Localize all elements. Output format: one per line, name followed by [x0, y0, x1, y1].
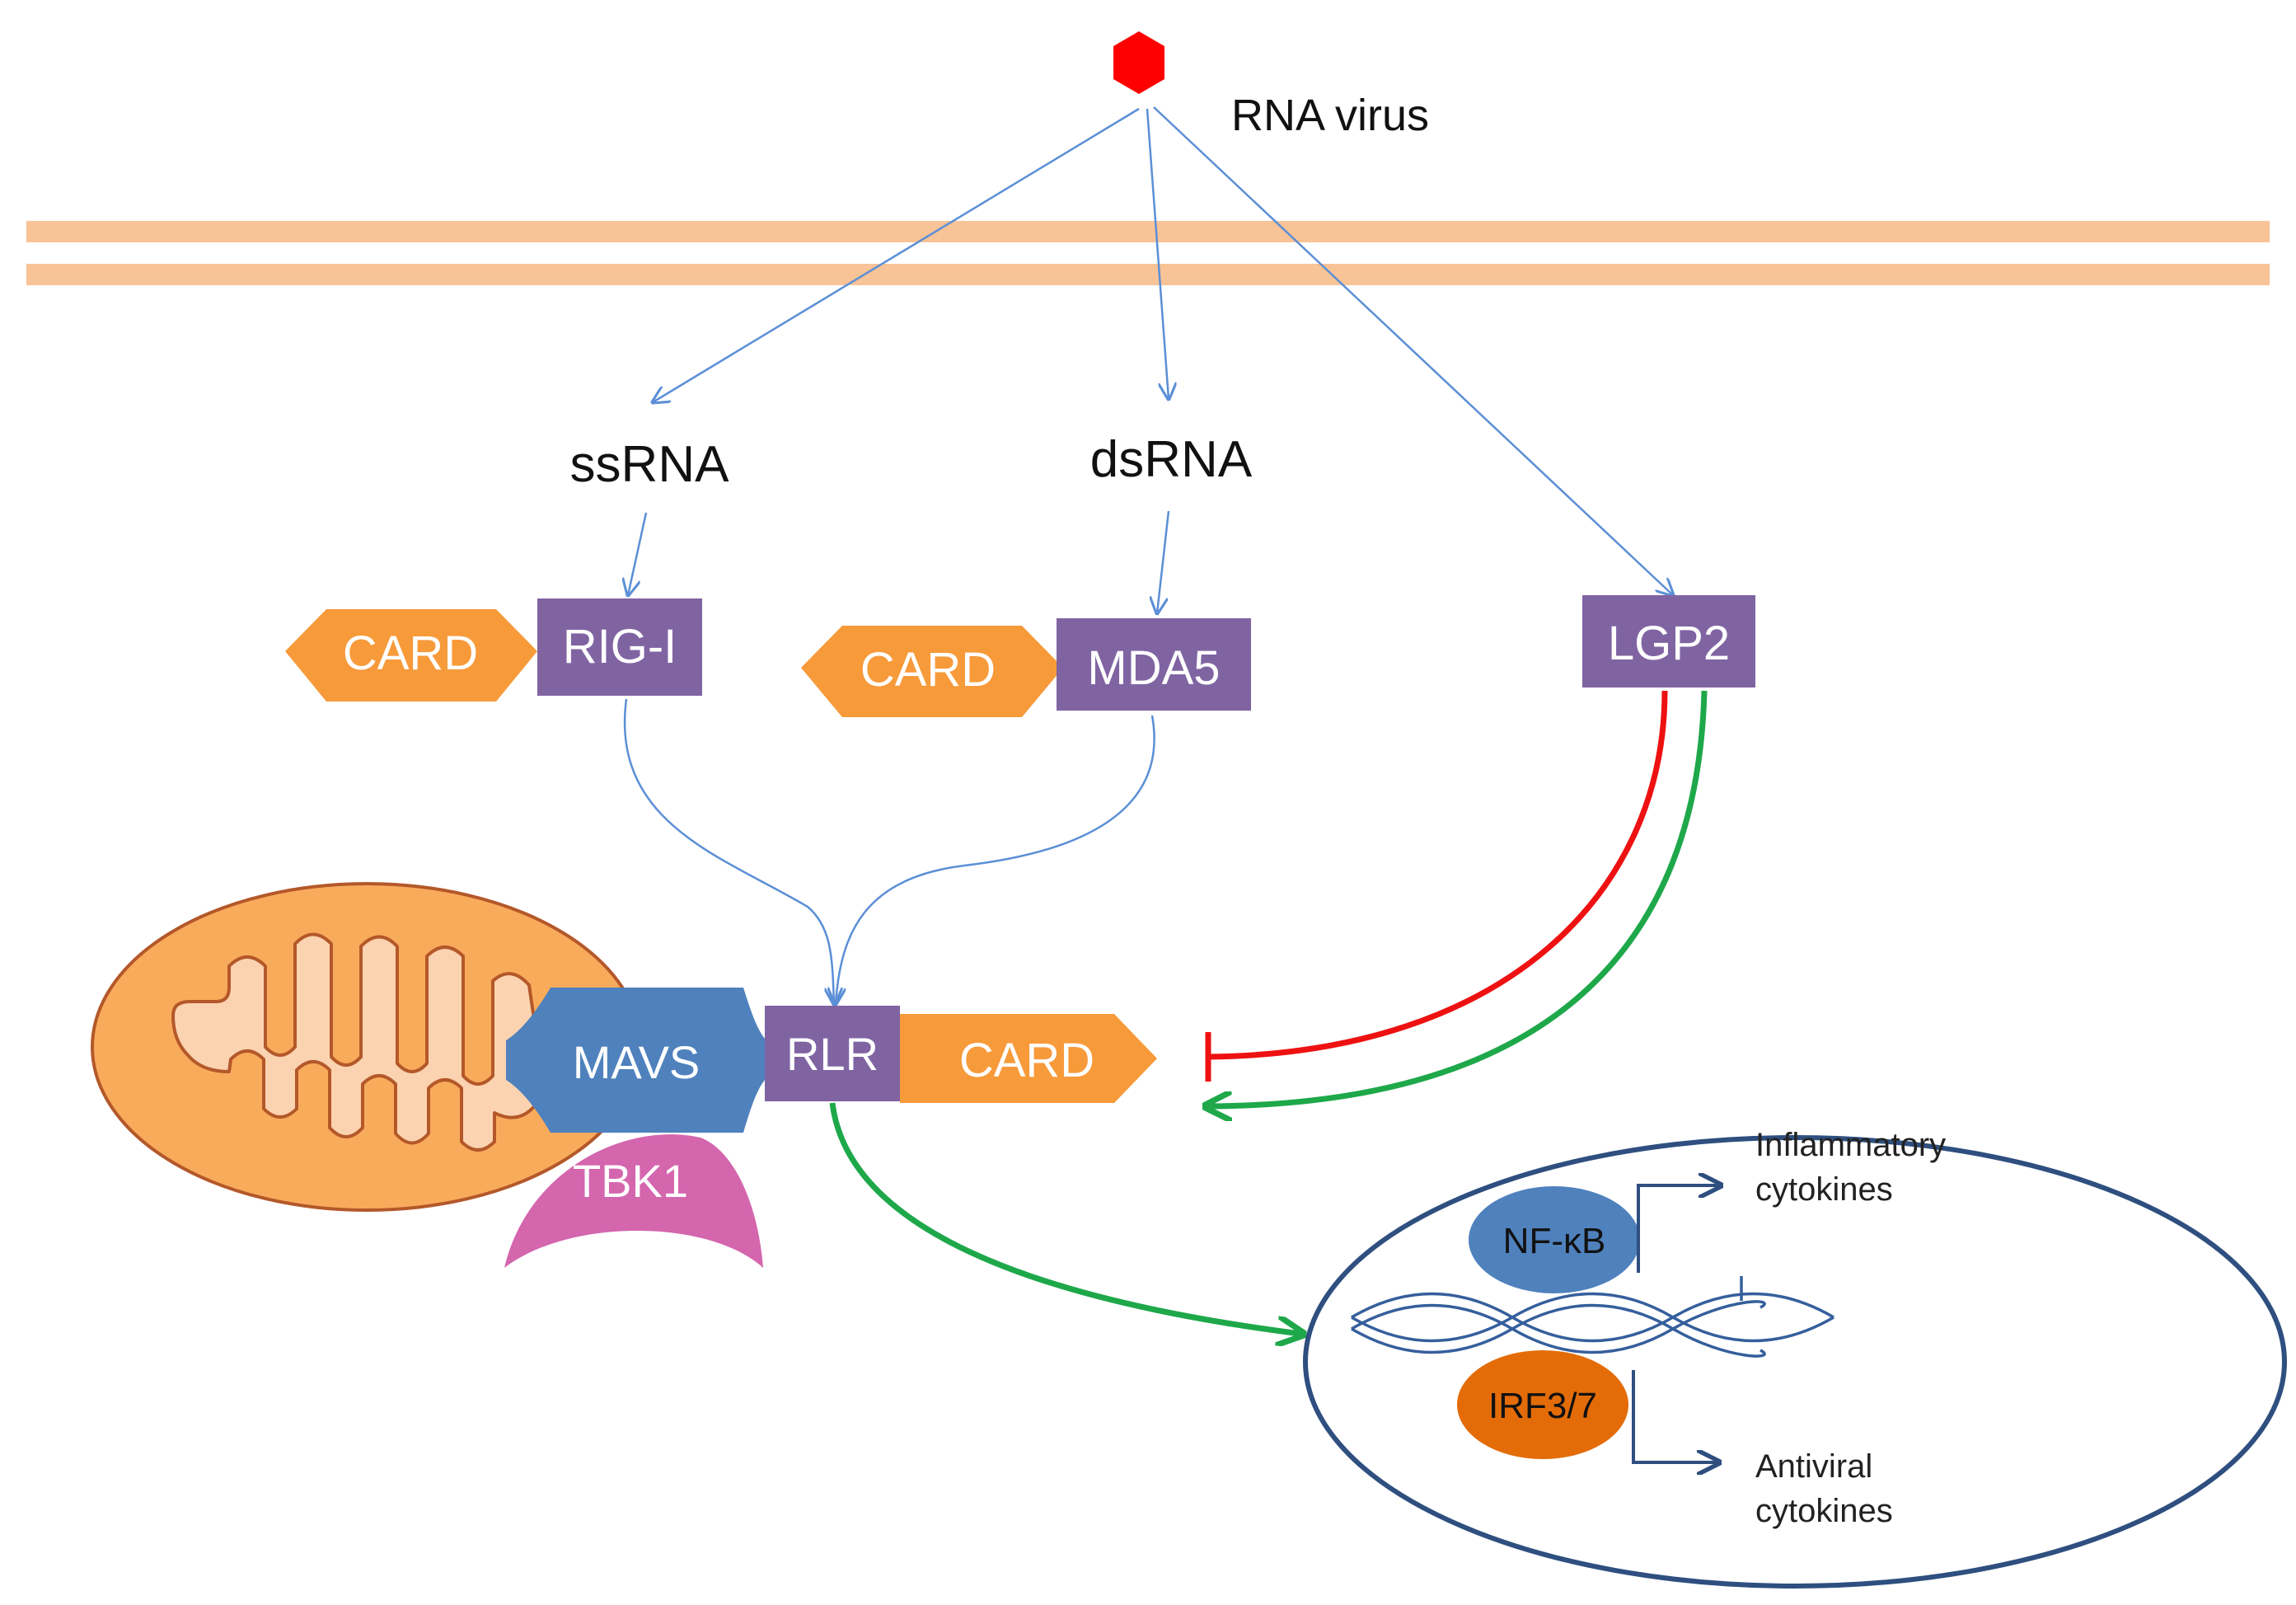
irf37-label: IRF3/7 [1488, 1386, 1597, 1426]
nfkb-label: NF-κB [1503, 1221, 1606, 1261]
card-mda5-domain [801, 626, 1063, 717]
mda5-to-rlr-arrow [836, 715, 1155, 1004]
virus-to-dsrna-arrow [1146, 108, 1169, 399]
cell-membrane [26, 221, 2270, 285]
tbk1-protein [504, 1134, 763, 1268]
virus-to-ssrna-arrow [653, 107, 1140, 402]
mitochondrion-cristae [171, 932, 537, 1152]
nfkb-factor [1469, 1186, 1640, 1293]
lgp2-label: LGP2 [1608, 617, 1730, 670]
dna-helix [1351, 1276, 1834, 1358]
card-rigi-domain [285, 609, 537, 702]
ssrna-to-rigi-arrow [628, 512, 648, 595]
mda5-receptor [1057, 618, 1251, 711]
virus-to-lgp2-arrow [1153, 106, 1673, 595]
dsrna-to-mda5-arrow [1157, 510, 1170, 613]
virus-arrows [653, 106, 1673, 595]
lgp2-inhibition-arrow [1205, 690, 1668, 1082]
inflammatory-transcription-arrow [1637, 1185, 1721, 1273]
rlr-to-nucleus-arrow [829, 1102, 1300, 1334]
rigi-label: RIG-I [563, 620, 677, 673]
rna-virus-icon [1113, 31, 1164, 94]
card-mda5-label: CARD [860, 643, 996, 697]
mavs-protein [506, 988, 766, 1133]
ssrna-label: ssRNA [570, 436, 730, 493]
irf37-factor [1457, 1350, 1628, 1459]
rigi-receptor [537, 598, 702, 696]
card-rigi-label: CARD [343, 627, 478, 680]
inflammatory-cytokines-label-line1: Inflammatory [1755, 1127, 1946, 1163]
dsrna-label: dsRNA [1090, 431, 1253, 488]
antiviral-cytokines-label-line1: Antiviral [1755, 1448, 1872, 1485]
inflammatory-cytokines-label-line2: cytokines [1755, 1171, 1893, 1208]
nucleus [1303, 1135, 2287, 1589]
lgp2-activation-arrow [1208, 690, 1708, 1106]
rna-virus-label: RNA virus [1231, 91, 1429, 140]
mitochondrion [91, 882, 643, 1212]
rigi-to-rlr-arrow [623, 698, 834, 1004]
card-rlr-domain [900, 1014, 1157, 1103]
card-rlr-label: CARD [959, 1034, 1094, 1087]
tbk1-label: TBK1 [573, 1155, 688, 1207]
rlr-label: RLR [786, 1028, 879, 1080]
antiviral-cytokines-label-line2: cytokines [1755, 1493, 1893, 1529]
lgp2-receptor [1582, 595, 1755, 688]
antiviral-transcription-arrow [1632, 1370, 1719, 1462]
rlr-receptor [765, 1006, 900, 1101]
mda5-label: MDA5 [1087, 641, 1220, 695]
mavs-label: MAVS [573, 1036, 701, 1088]
